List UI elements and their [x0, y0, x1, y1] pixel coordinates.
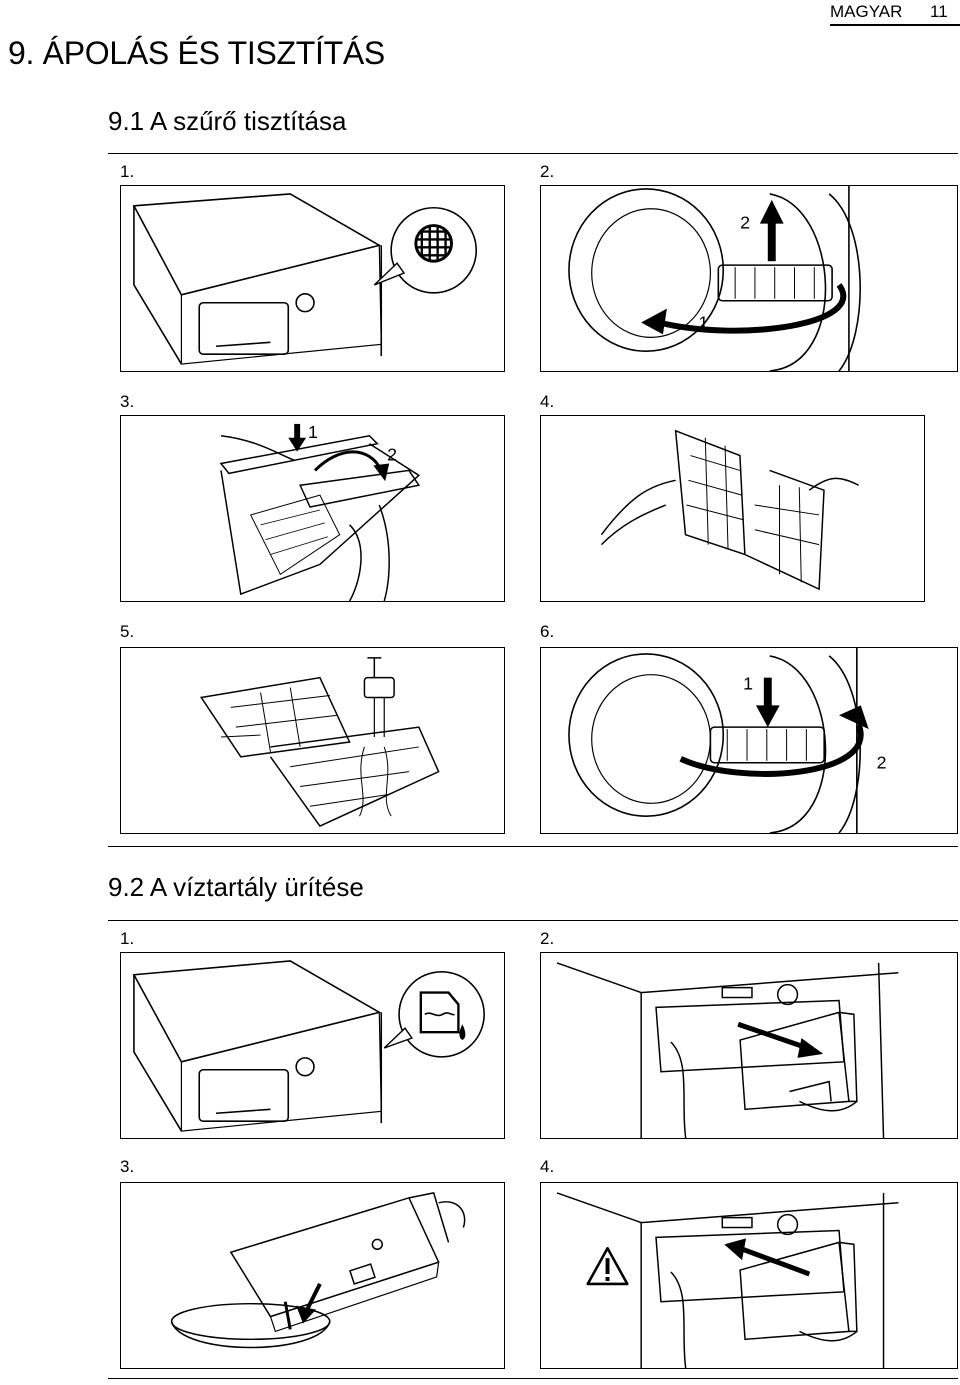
illustration-panel-water-step-2 — [540, 952, 958, 1139]
section-rule — [108, 920, 958, 921]
illustration-panel-filter-step-2: 2 1 — [540, 185, 958, 372]
insert-water-container-illustration — [556, 1192, 899, 1368]
illustration-panel-filter-step-5 — [120, 647, 505, 834]
illustration-panel-filter-step-1 — [120, 185, 505, 372]
open-arrow-icon — [313, 450, 390, 482]
section-rule — [108, 846, 958, 847]
step-label: 6. — [540, 622, 555, 641]
illustration-panel-water-step-4 — [540, 1182, 958, 1369]
section-rule — [108, 153, 958, 154]
open-filter-illustration: 1 2 — [219, 422, 421, 601]
language-label: MAGYAR — [830, 2, 903, 21]
arrow-down-icon — [755, 677, 780, 728]
illustration-panel-filter-step-4 — [540, 415, 925, 602]
step-label: 2. — [540, 162, 555, 181]
reinstall-filter-illustration: 1 2 — [568, 648, 887, 833]
header-rule — [830, 24, 960, 26]
dryer-top-water-illustration — [132, 960, 485, 1132]
illustration-panel-filter-step-6: 1 2 — [540, 647, 958, 834]
rotate-arrow-icon — [641, 283, 847, 335]
step-label: 4. — [540, 392, 555, 411]
step-label: 1. — [120, 929, 135, 948]
page-number: 11 — [930, 2, 948, 21]
illustration-panel-filter-step-3: 1 2 — [120, 415, 505, 602]
warning-icon — [586, 1247, 629, 1286]
pull-water-container-illustration — [556, 962, 899, 1138]
step-label: 3. — [120, 392, 135, 411]
callout-number: 1 — [699, 312, 709, 332]
step-label: 3. — [120, 1157, 135, 1176]
push-arrow-icon — [724, 1238, 811, 1277]
pull-arrow-icon — [737, 1021, 824, 1058]
callout-number: 2 — [877, 753, 887, 773]
pour-arrow-icon — [296, 1283, 322, 1324]
illustration-panel-water-step-1 — [120, 952, 505, 1139]
illustration-panel-water-step-3 — [120, 1182, 505, 1369]
step-label: 5. — [120, 622, 135, 641]
step-label: 4. — [540, 1157, 555, 1176]
footer-rule — [108, 1378, 958, 1379]
press-arrow-icon — [288, 423, 307, 452]
step-label: 1. — [120, 162, 135, 181]
arrow-up-icon — [759, 199, 784, 262]
filter-grid-icon — [373, 206, 478, 294]
callout-number: 2 — [387, 445, 397, 465]
water-container-icon — [383, 971, 485, 1058]
hand-cleaning-filter-illustration — [600, 429, 859, 591]
chapter-title: 9. ÁPOLÁS ÉS TISZTÍTÁS — [8, 35, 385, 71]
callout-number: 1 — [308, 422, 318, 442]
open-door-filter-removal-illustration: 2 1 — [568, 186, 861, 371]
step-label: 2. — [540, 929, 555, 948]
callout-number: 2 — [740, 213, 750, 233]
section-title-filter-cleaning: 9.1 A szűrő tisztítása — [108, 106, 347, 136]
dryer-top-illustration — [132, 193, 478, 365]
callout-number: 1 — [743, 674, 753, 694]
empty-water-container-illustration — [170, 1192, 466, 1349]
section-title-water-container: 9.2 A víztartály ürítése — [108, 872, 364, 902]
rotate-arrow-icon — [679, 705, 869, 777]
rinse-filter-under-tap-illustration — [199, 657, 440, 828]
